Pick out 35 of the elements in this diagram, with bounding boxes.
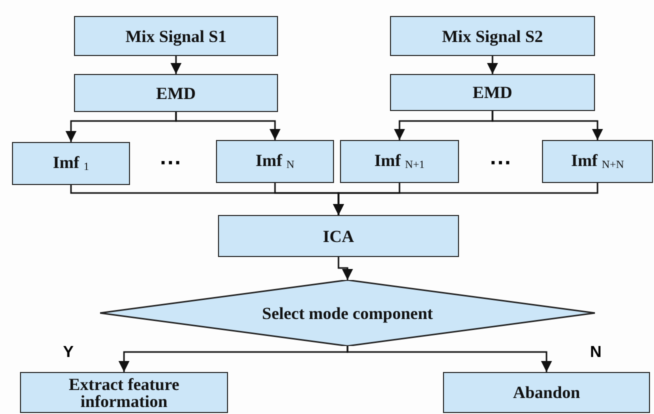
- process-box: [12, 142, 130, 185]
- node-label: Select mode component: [262, 304, 433, 322]
- process-box: [216, 140, 334, 183]
- node-label: Extract feature information: [68, 376, 180, 410]
- process-box: [542, 140, 653, 183]
- arrow: [175, 112, 280, 140]
- process-box: [20, 372, 228, 413]
- arrow: [492, 111, 603, 140]
- process-box: [390, 74, 595, 111]
- process-box: [340, 140, 459, 183]
- node-label: Mix Signal S2: [442, 28, 544, 44]
- arrow: [487, 56, 498, 74]
- ellipsis-label: ···: [160, 152, 182, 174]
- arrow: [333, 183, 598, 215]
- node-label: EMD: [156, 84, 196, 102]
- node-label: Abandon: [512, 384, 580, 401]
- node-label: Mix Signal S1: [125, 28, 227, 44]
- node-label: EMD: [472, 84, 512, 101]
- node-label: Imf $_{N}$: [256, 152, 294, 171]
- process-box: [390, 16, 595, 56]
- node-label: Imf $_{N+N}$: [571, 152, 624, 171]
- edge-label: Y: [63, 345, 74, 361]
- ellipsis-label: ···: [490, 152, 512, 174]
- process-box: [74, 74, 278, 112]
- arrow: [338, 257, 353, 280]
- edge-label: N: [590, 345, 602, 361]
- node-label: ICA: [322, 228, 354, 244]
- process-box: [218, 215, 459, 257]
- process-box: [74, 16, 278, 56]
- node-label: Imf $_{1}$: [52, 154, 90, 173]
- node-label: Imf $_{N+1}$: [374, 152, 425, 171]
- process-box: [443, 372, 650, 413]
- arrow: [170, 56, 182, 74]
- arrow: [346, 346, 552, 372]
- decision-diamond: [100, 280, 595, 346]
